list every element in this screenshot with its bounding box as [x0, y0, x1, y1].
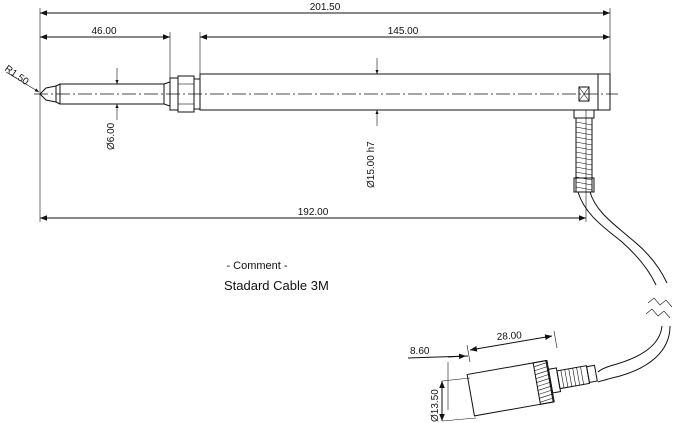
comment-text: Stadard Cable 3M: [224, 278, 329, 293]
connector-offset-dimension: 8.60: [407, 346, 469, 410]
connector-diameter-dimension: Ø13.50: [430, 377, 477, 422]
body-length-label: 145.00: [388, 26, 419, 37]
tip-radius-dimension: R1.50: [2, 63, 40, 93]
body-diameter-label: Ø15.00 h7: [366, 141, 377, 188]
connector-offset-label: 8.60: [410, 346, 430, 357]
cable-strain-relief: [573, 109, 595, 193]
connector-length-dimension: 28.00: [466, 330, 558, 363]
tip-radius-label: R1.50: [2, 63, 31, 88]
body-length-dimension: 145.00: [200, 26, 610, 40]
cable-connector: [466, 359, 598, 417]
sensor-body: [199, 73, 611, 111]
body-diameter-dimension: Ø15.00 h7: [366, 58, 379, 188]
cable: [577, 191, 673, 383]
probe-length-dimension: 46.00: [40, 26, 170, 40]
extension-lines: [39, 8, 611, 222]
probe-diameter-label: Ø6.00: [106, 122, 117, 150]
probe-length-label: 46.00: [91, 26, 116, 37]
overall-length-label: 201.50: [310, 2, 341, 13]
reference-length-dimension: 192.00: [40, 207, 586, 221]
comment-heading: - Comment -: [226, 260, 287, 272]
connector-length-label: 28.00: [496, 330, 522, 343]
probe-diameter-dimension: Ø6.00: [106, 68, 119, 150]
overall-length-dimension: 201.50: [40, 2, 610, 16]
reference-length-label: 192.00: [298, 207, 329, 218]
connector-diameter-label: Ø13.50: [430, 389, 441, 422]
